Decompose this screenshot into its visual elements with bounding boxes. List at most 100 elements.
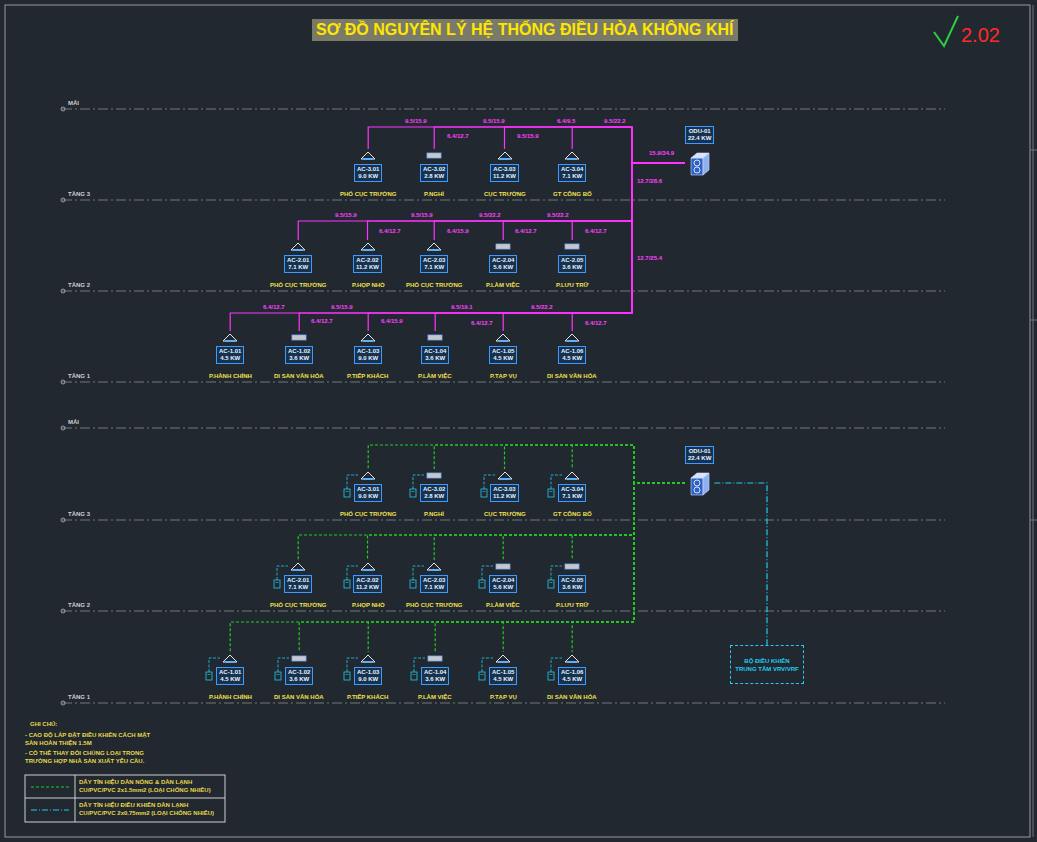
room-name: P.NGHỈ [424,511,444,518]
remote-controller-icon [479,580,485,588]
legend-text: DÂY TÍN HIỆU ĐIỀU KHIỂN DÀN LẠNH CU/PVC/… [79,801,221,817]
signal-wire [368,445,685,483]
pipe-size: 6.4/12.7 [584,320,608,327]
refrigerant-pipe [435,163,685,331]
unit-text: 7.1 KW [287,584,309,591]
floor-level-label: TẦNG 3 [68,511,90,518]
refrigerant-pipe [505,127,686,163]
pipe-size: 6.4/9.5 [556,118,576,125]
pipe-size: 9.5/15.9 [334,212,358,219]
pipe-size: 12.7/28.6 [636,178,663,185]
pipe-size: 6.4/15.9 [380,318,404,325]
unit-text: AC-1.05 [492,348,514,355]
unit-text: AC-2.01 [287,577,309,584]
refrigerant-pipe [572,163,685,240]
refrigerant-pipe [368,163,686,240]
remote-controller-screen [481,674,484,675]
pipe-size: 9.5/22.2 [546,212,570,219]
unit-text: 7.1 KW [423,264,445,271]
icon-top [691,153,709,158]
floor-level-label: TẦNG 1 [68,694,90,701]
cassette-unit-icon [495,652,511,664]
note-heading: GHI CHÚ: [30,720,57,728]
indoor-unit: AC-1.023.6 KW [285,331,313,364]
room-name: P.HÀNH CHÍNH [209,373,252,380]
unit-text: 11.2 KW [493,493,516,500]
cassette-unit-icon [426,240,442,252]
signal-wire [299,483,685,652]
remote-controller-screen [276,582,279,583]
indoor-unit: AC-1.054.5 KW [489,331,517,364]
unit-box: AC-2.053.6 KW [558,575,586,593]
unit-text: AC-2.01 [287,257,309,264]
room-name: PHÓ CỤC TRƯỞNG [270,282,326,289]
level-marker [61,198,65,202]
pipe-size: 9.5/15.9 [330,304,354,311]
remote-controller-icon [206,672,212,680]
unit-text: 9.0 KW [357,173,379,180]
unit-text: AC-1.05 [492,669,514,676]
unit-box: AC-3.019.0 KW [354,164,382,182]
icon-outline [361,334,375,341]
indoor-unit: AC-2.037.1 KW [420,560,448,593]
signal-wire [505,445,686,483]
legend-table [25,775,225,822]
floor-line [62,200,945,201]
remote-controller-icon [344,672,350,680]
unit-box: AC-2.045.6 KW [489,575,517,593]
remote-controller-icon [410,580,416,588]
icon-top [691,473,709,478]
icon-body [292,335,306,340]
unit-text: AC-2.04 [492,577,514,584]
icon-grille [567,340,577,342]
floor-level-label: MÁI [68,419,79,426]
indoor-unit: AC-3.022.8 KW [420,149,448,182]
title-block-tick [1030,320,1037,321]
icon-grille [363,158,373,160]
title-block-tick [1030,520,1037,521]
unit-box: AC-1.064.5 KW [558,667,586,685]
central-controller: BỘ ĐIỀU KHIỂN TRUNG TÂM VRV/VRF [730,645,804,684]
refrigerant-pipe [298,163,685,240]
level-marker [61,701,65,705]
cassette-unit-icon [290,560,306,572]
unit-text: AC-1.04 [424,348,446,355]
unit-text: 9.0 KW [357,355,379,362]
unit-box: ODU-0122.4 KW [685,446,714,464]
unit-box: AC-3.022.8 KW [420,484,448,502]
icon-grille [225,661,235,663]
unit-text: 11.2 KW [356,264,379,271]
unit-box: AC-3.047.1 KW [558,484,586,502]
legend-divider [25,798,225,799]
cassette-unit-icon [290,240,306,252]
unit-box: AC-1.043.6 KW [421,667,449,685]
indoor-unit: AC-2.017.1 KW [284,560,312,593]
unit-text: 3.6 KW [288,676,310,683]
unit-box: AC-3.0311.2 KW [490,164,519,182]
remote-controller-screen [412,491,415,492]
room-name: P.LÀM VIỆC [418,373,452,380]
unit-text: AC-1.06 [561,348,583,355]
unit-text: AC-1.03 [357,669,379,676]
remote-controller-screen [550,582,553,583]
remote-controller-screen [346,491,349,492]
indoor-unit: AC-1.039.0 KW [354,331,382,364]
unit-text: 11.2 KW [493,173,516,180]
indoor-unit: AC-3.019.0 KW [354,149,382,182]
unit-text: AC-2.02 [356,257,379,264]
icon-fan [694,480,700,486]
signal-wire-sample [31,786,69,787]
floor-level-label: TẦNG 2 [68,602,90,609]
icon-grille [429,249,439,251]
refrigerant-pipe [368,163,685,331]
unit-box: AC-3.0311.2 KW [490,484,519,502]
unit-box: AC-1.039.0 KW [354,346,382,364]
refrigerant-pipe [503,163,685,331]
unit-text: 4.5 KW [492,676,514,683]
wall-unit-icon [426,149,442,161]
floor-line [62,382,945,383]
remote-controller-screen [412,582,415,583]
icon-outline [361,152,375,159]
signal-wire [230,483,685,652]
